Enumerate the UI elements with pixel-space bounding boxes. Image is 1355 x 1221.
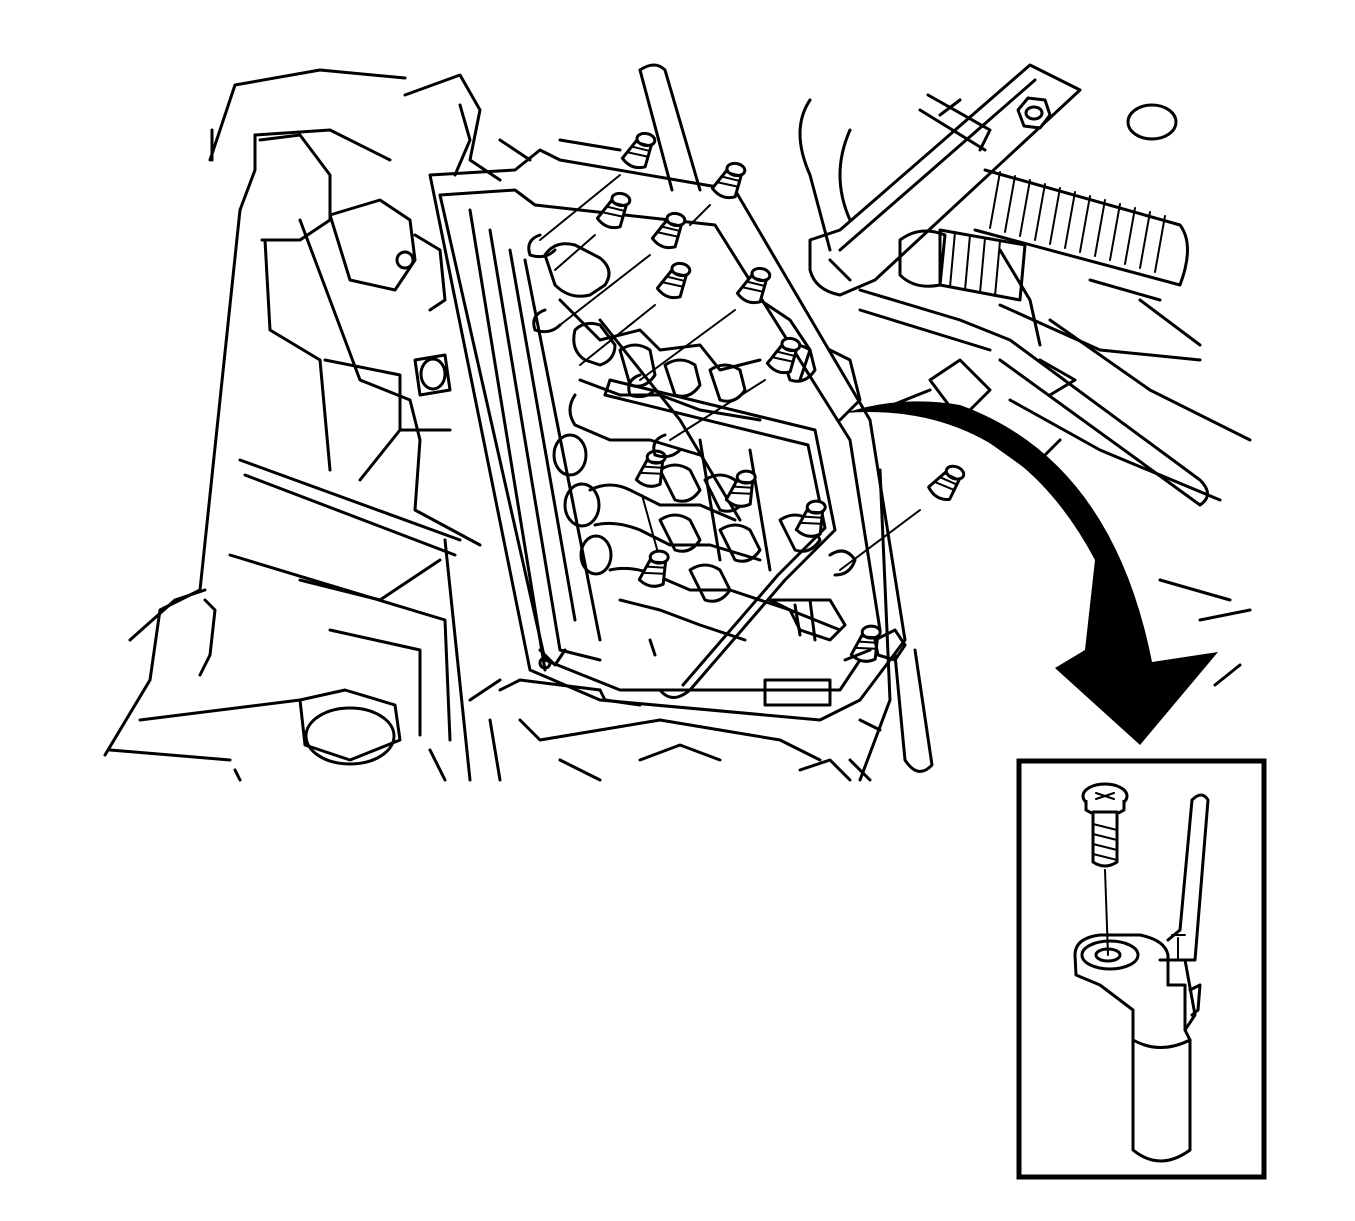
solenoid-sensor-icon <box>1073 793 1210 1163</box>
curved-arrow-icon <box>845 401 1218 745</box>
vertical-tube <box>638 63 934 773</box>
bolt-icon <box>654 254 698 304</box>
inset-detail <box>1016 758 1267 1180</box>
solenoid-stack <box>543 242 862 642</box>
right-components <box>428 63 1252 782</box>
bolt-icon <box>925 457 973 506</box>
bolt-icon <box>649 204 693 254</box>
bolt-icon <box>637 543 676 592</box>
bolt-icon <box>794 493 833 542</box>
bolt-set <box>527 124 973 667</box>
inset-bolt-icon <box>1081 782 1129 956</box>
retainer-frame <box>603 378 837 699</box>
valve-body-plate <box>428 103 907 722</box>
transmission-case <box>103 68 502 782</box>
bolt-icon <box>709 154 753 204</box>
bolt-icon <box>594 184 638 234</box>
